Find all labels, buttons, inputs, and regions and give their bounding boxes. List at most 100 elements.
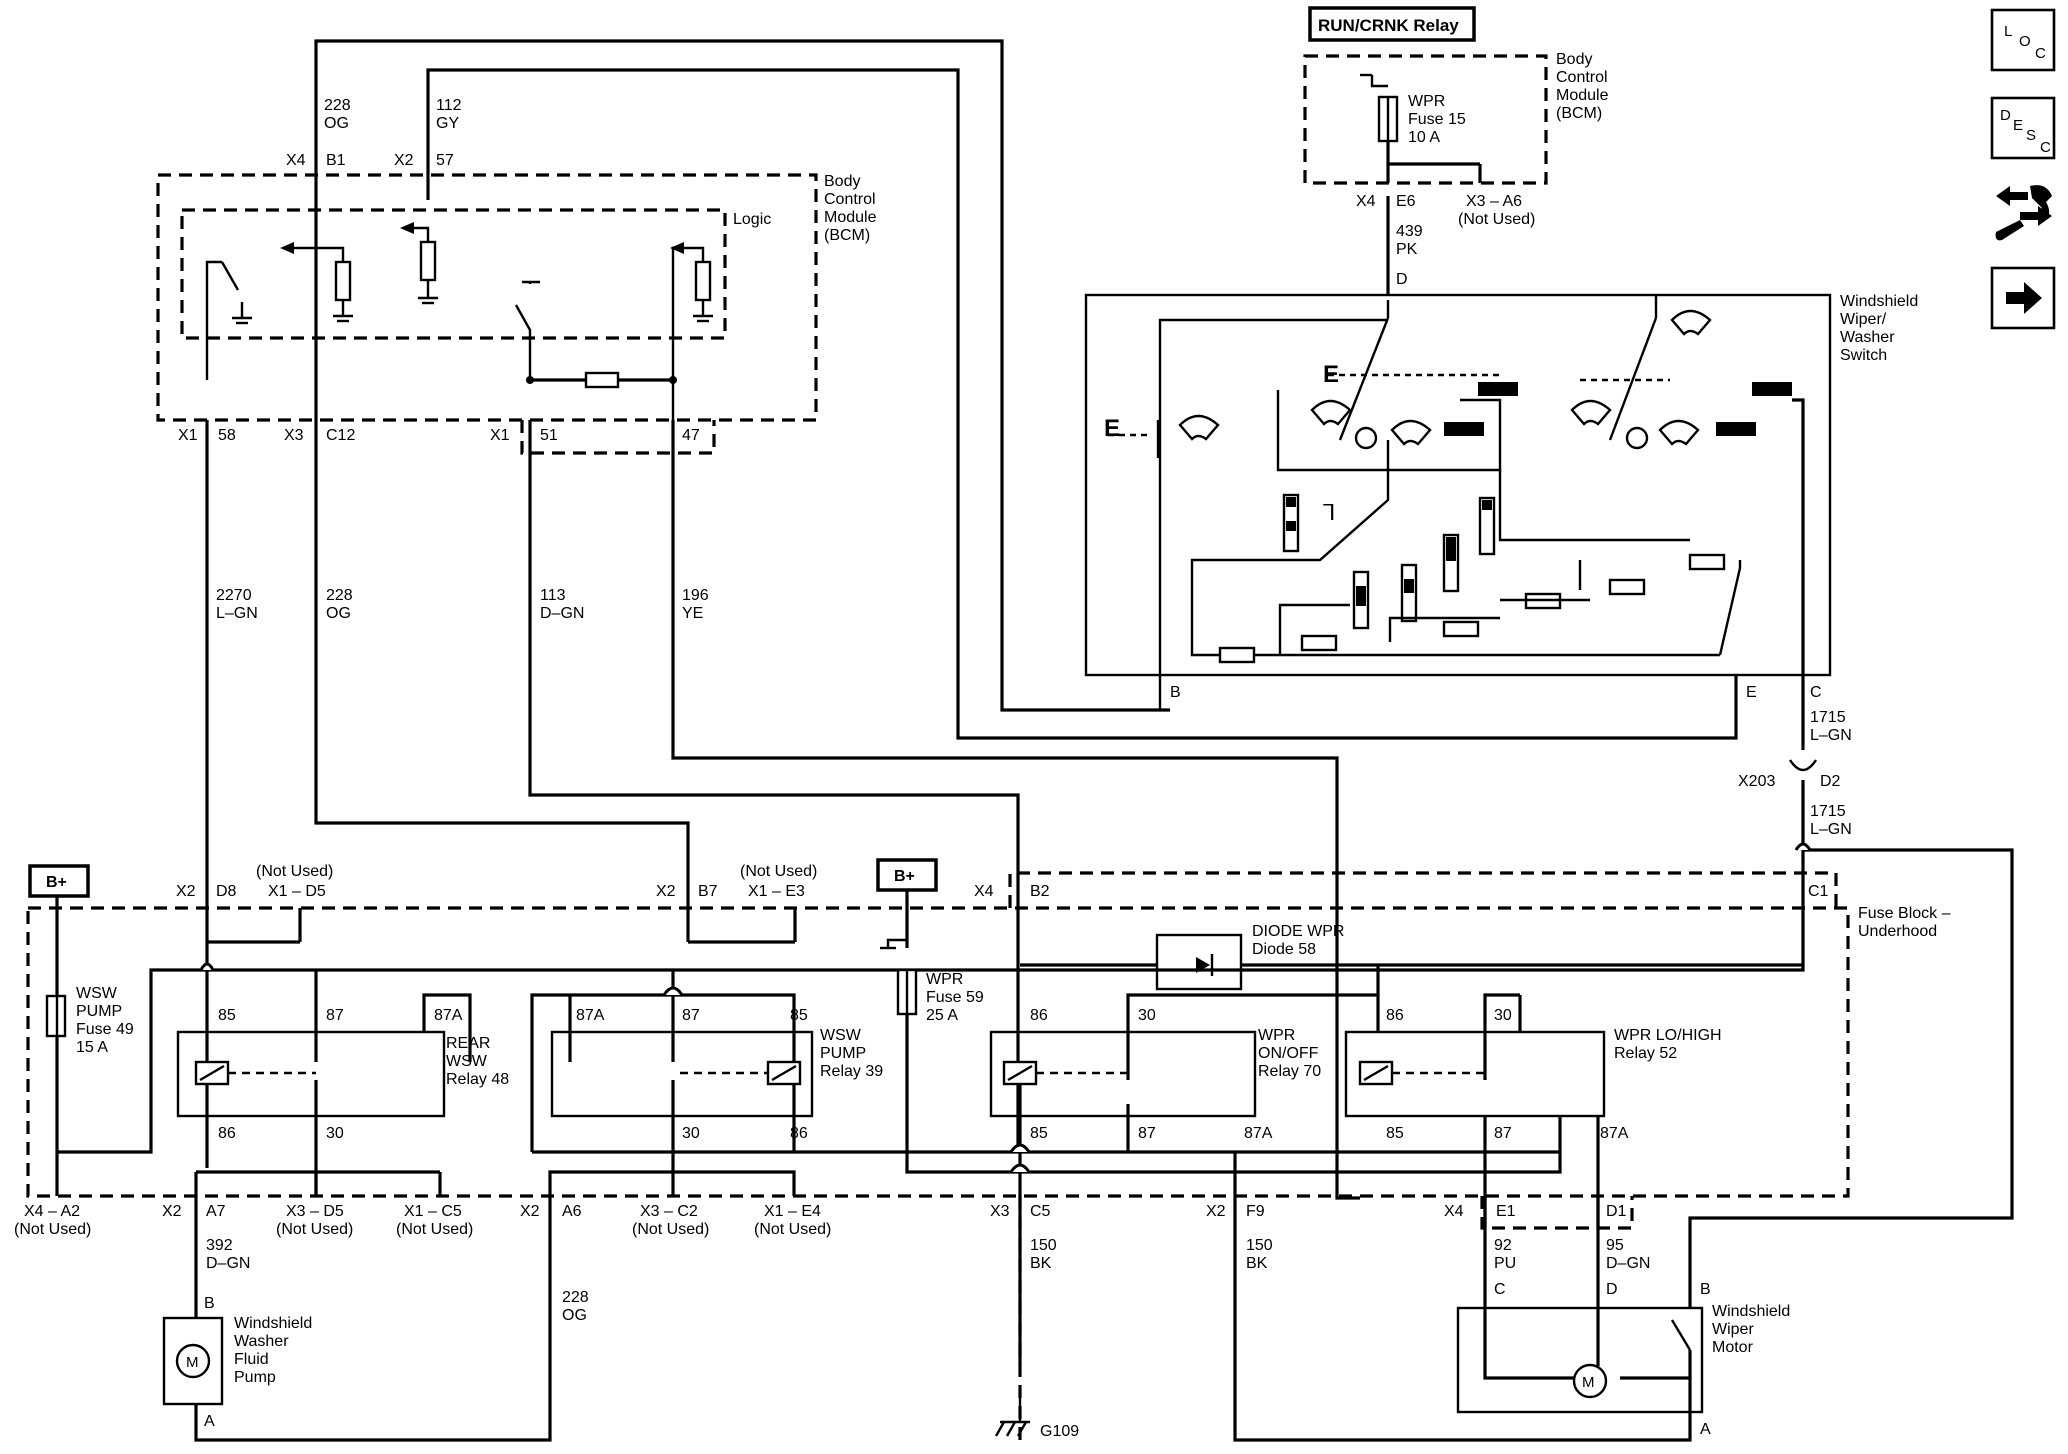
connector-label: X1 – C5	[404, 1203, 462, 1220]
wire-color-label: D–GN	[206, 1255, 250, 1272]
diode-label: DIODE WPR	[1252, 923, 1344, 940]
pin-label: 87	[1138, 1125, 1156, 1142]
wire-label: 1715	[1810, 803, 1846, 820]
pump-label: Windshield	[234, 1315, 312, 1332]
pin-label: C1	[1808, 883, 1829, 900]
pin-label: B2	[1030, 883, 1050, 900]
wire-color-label: L–GN	[1810, 727, 1852, 744]
pin-label: 87A	[576, 1007, 605, 1024]
pin-label: D	[1606, 1281, 1618, 1298]
switch-mark: ᒣ	[1322, 500, 1335, 525]
nav-tools-button[interactable]	[1995, 185, 2052, 241]
bcm-internals	[205, 222, 713, 420]
wire-color-label: OG	[324, 115, 349, 132]
pin-label: 30	[1494, 1007, 1512, 1024]
relay-label: PUMP	[820, 1045, 866, 1062]
ground-label: G109	[1040, 1423, 1079, 1440]
nav-next-button[interactable]	[1990, 266, 2056, 330]
pin-label: 58	[218, 427, 236, 444]
pin-label: A	[204, 1413, 215, 1430]
not-used-label: (Not Used)	[740, 863, 817, 880]
nav-loc-button[interactable]: L O C	[1990, 8, 2056, 72]
pin-label: B7	[698, 883, 718, 900]
bcm-label: Module	[824, 209, 877, 226]
wire-label: 92	[1494, 1237, 1512, 1254]
connector-label: X4 – A2	[24, 1203, 80, 1220]
wire-color-label: BK	[1030, 1255, 1052, 1272]
component-boxes	[28, 6, 1832, 1414]
fuse-block-label: Fuse Block –	[1858, 905, 1951, 922]
relay-label: ON/OFF	[1258, 1045, 1319, 1062]
run-crnk-relay-label: RUN/CRNK Relay	[1318, 16, 1459, 35]
pin-label: 86	[1386, 1007, 1404, 1024]
wire-hops	[199, 842, 1812, 1174]
not-used-label: (Not Used)	[632, 1221, 709, 1238]
nav-desc-button[interactable]: D E S C	[1990, 96, 2056, 160]
pump-m-label: M	[186, 1354, 199, 1371]
pump-label: Pump	[234, 1369, 276, 1386]
fuse-label: Fuse 49	[76, 1021, 134, 1038]
connector-label: X3	[990, 1203, 1010, 1220]
connector-label: X4	[974, 883, 994, 900]
fuse-label: PUMP	[76, 1003, 122, 1020]
pin-label: 87	[326, 1007, 344, 1024]
pin-label: 86	[218, 1125, 236, 1142]
pin-label: 51	[540, 427, 558, 444]
switch-internals: E E ᒣ	[1104, 296, 1792, 710]
wire-label: 196	[682, 587, 709, 604]
relay-label: REAR	[446, 1035, 490, 1052]
not-used-label: (Not Used)	[276, 1221, 353, 1238]
pin-label: 87	[682, 1007, 700, 1024]
bplus-label: B+	[894, 868, 915, 885]
not-used-label: (Not Used)	[754, 1221, 831, 1238]
pin-label: 85	[1386, 1125, 1404, 1142]
pin-label: 30	[1138, 1007, 1156, 1024]
motor-label: Motor	[1712, 1339, 1754, 1356]
fuse-label: WPR	[926, 971, 963, 988]
fuse-label: 25 A	[926, 1007, 958, 1024]
pin-label: 30	[326, 1125, 344, 1142]
pin-label: 87A	[1244, 1125, 1273, 1142]
connector-label: X2	[656, 883, 676, 900]
connector-label: X4	[1356, 193, 1376, 210]
pin-label: F9	[1246, 1203, 1265, 1220]
switch-label: Windshield	[1840, 293, 1918, 310]
fuse-label: Fuse 59	[926, 989, 984, 1006]
pin-label: 57	[436, 152, 454, 169]
relay-label: Relay 48	[446, 1071, 509, 1088]
pin-label: B1	[326, 152, 346, 169]
wire-label: 113	[540, 587, 566, 604]
connector-label: X2	[176, 883, 196, 900]
pin-label: 87A	[1600, 1125, 1629, 1142]
wire-label: 150	[1246, 1237, 1273, 1254]
wire-label: 228	[324, 97, 351, 114]
wire-label: 1715	[1810, 709, 1846, 726]
connector-label: X1	[178, 427, 198, 444]
pin-label: E6	[1396, 193, 1416, 210]
pin-label: B	[1170, 684, 1181, 701]
bcm-label: Body	[824, 173, 860, 190]
fuse-label: WSW	[76, 985, 118, 1002]
pin-label: D	[1396, 271, 1408, 288]
pin-label: D8	[216, 883, 237, 900]
logic-label: Logic	[733, 211, 771, 228]
right-arrow-icon	[2006, 282, 2042, 314]
pin-label: E	[1746, 684, 1757, 701]
connector-label: X203	[1738, 773, 1775, 790]
connector-label: X1 – E3	[748, 883, 805, 900]
not-used-label: (Not Used)	[1458, 211, 1535, 228]
desc-icon: E	[2013, 117, 2023, 134]
wire-label: 228	[326, 587, 353, 604]
relay-label: WSW	[820, 1027, 862, 1044]
pin-label: 85	[218, 1007, 236, 1024]
switch-label: Switch	[1840, 347, 1887, 364]
pin-label: 87	[1494, 1125, 1512, 1142]
switch-e-mark: E	[1104, 415, 1120, 442]
diode-label: Diode 58	[1252, 941, 1316, 958]
connector-label: X2	[1206, 1203, 1226, 1220]
connector-label: X3 – C2	[640, 1203, 698, 1220]
wire-label: 112	[436, 97, 462, 114]
fuse-label: 15 A	[76, 1039, 108, 1056]
pin-label: C12	[326, 427, 355, 444]
